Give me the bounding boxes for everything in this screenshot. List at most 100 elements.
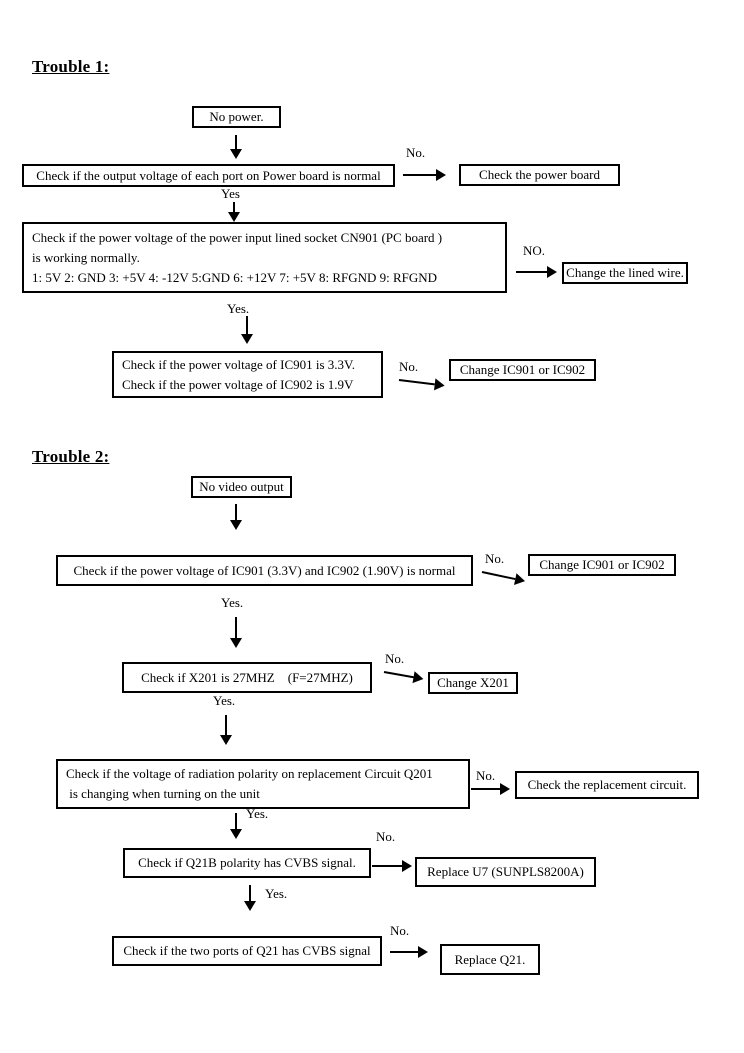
label-yes: Yes [221,186,240,201]
label-no: NO. [523,243,546,258]
label-yes: Yes. [213,693,236,708]
arrow-right [403,169,446,181]
label-yes: Yes. [221,595,244,610]
node-no-video-output: No video output [191,476,292,498]
arrow-head [244,901,256,911]
arrow-right [481,566,527,588]
trouble2-heading: Trouble 2: [32,447,110,466]
arrow-down [244,885,256,911]
arrow-down [220,715,232,745]
arrow-stem [249,885,251,901]
node-change-ic901-ic902-text: Change IC901 or IC902 [459,362,586,377]
node-check-power-board: Check the power board [459,164,620,186]
arrow-right [390,946,428,958]
arrow-right [398,374,446,392]
arrow-head [514,573,527,588]
label-no: No. [399,359,419,374]
arrow-stem [235,813,237,829]
node-check-q21-cvbs: Check if the two ports of Q21 has CVBS s… [112,936,382,966]
arrow-stem [225,715,227,735]
node-check-ic901-ic902-line1: Check if the power voltage of IC901 is 3… [122,356,355,372]
arrow-stem [398,379,435,386]
node-check-cn901: Check if the power voltage of the power … [22,222,507,293]
node-check-ic901-ic902-line2: Check if the power voltage of IC902 is 1… [122,376,354,392]
arrow-stem [246,316,248,334]
node-replace-q21-text: Replace Q21. [454,951,526,967]
node-check-q201-polarity-line2: is changing when turning on the unit [66,786,260,801]
arrow-head [230,520,242,530]
node-replace-q21: Replace Q21. [440,944,540,975]
node-check-output-voltage-text: Check if the output voltage of each port… [36,167,381,183]
arrow-stem [471,788,500,790]
arrow-down [230,813,242,839]
node-check-q21b-cvbs: Check if Q21B polarity has CVBS signal. [123,848,371,878]
label-yes: Yes. [227,301,250,316]
node-check-replacement-circuit-text: Check the replacement circuit. [527,777,687,792]
node-no-power: No power. [192,106,281,128]
arrow-stem [235,135,237,149]
label-yes: Yes. [246,806,269,821]
node-check-q21b-cvbs-text: Check if Q21B polarity has CVBS signal. [138,855,356,870]
arrow-stem [390,951,418,953]
arrow-head [230,638,242,648]
label-no: No. [476,768,496,783]
node-check-ic901-ic902: Check if the power voltage of IC901 is 3… [112,351,383,398]
label-yes: Yes. [265,886,288,901]
node-no-video-output-text: No video output [199,479,284,494]
node-check-power-board-text: Check the power board [479,167,600,182]
arrow-head [230,829,242,839]
node-change-lined-wire-text: Change the lined wire. [566,265,684,280]
label-no: No. [376,829,396,844]
node-check-ic-voltage: Check if the power voltage of IC901 (3.3… [56,555,473,586]
node-no-power-text: No power. [209,109,264,124]
label-no: No. [485,551,505,566]
node-change-lined-wire: Change the lined wire. [562,262,688,284]
node-check-replacement-circuit: Check the replacement circuit. [515,771,699,799]
node-change-x201: Change X201 [428,672,518,694]
arrow-head [436,169,446,181]
arrow-stem [372,865,402,867]
node-check-x201: Check if X201 is 27MHZ (F=27MHZ) [122,662,372,693]
arrow-head [547,266,557,278]
node-replace-u7-text: Replace U7 (SUNPLS8200A) [427,864,584,879]
arrow-stem [481,571,516,581]
label-no: No. [406,145,426,160]
node-check-cn901-line2: is working normally. [32,249,140,265]
arrow-stem [383,671,414,679]
arrow-right [516,266,557,278]
node-check-cn901-line1: Check if the power voltage of the power … [32,229,443,245]
arrow-down [230,617,242,648]
node-check-ic-voltage-text: Check if the power voltage of IC901 (3.3… [73,562,456,578]
node-check-output-voltage: Check if the output voltage of each port… [22,164,395,187]
node-check-q201-polarity-line1: Check if the voltage of radiation polari… [66,766,433,781]
arrow-head [434,378,446,392]
node-replace-u7: Replace U7 (SUNPLS8200A) [415,857,596,887]
arrow-head [230,149,242,159]
arrow-stem [235,504,237,520]
arrow-stem [233,202,235,212]
arrow-right [372,860,412,872]
trouble1-heading: Trouble 1: [32,57,110,76]
arrow-stem [235,617,237,638]
node-check-q201-polarity: Check if the voltage of radiation polari… [56,759,470,809]
node-change-ic901-ic902-2: Change IC901 or IC902 [528,554,676,576]
arrow-down [230,135,242,159]
arrow-head [241,334,253,344]
node-check-cn901-line3: 1: 5V 2: GND 3: +5V 4: -12V 5:GND 6: +12… [32,269,438,285]
arrow-head [228,212,240,222]
node-change-ic901-ic902: Change IC901 or IC902 [449,359,596,381]
arrow-head [418,946,428,958]
arrow-head [412,671,425,685]
arrow-down [241,316,253,344]
arrow-right [383,666,425,685]
arrow-head [402,860,412,872]
arrow-head [220,735,232,745]
node-change-ic901-ic902-2-text: Change IC901 or IC902 [539,557,665,572]
arrow-right [471,783,510,795]
node-change-x201-text: Change X201 [437,675,509,690]
arrow-down [228,202,240,222]
label-no: No. [385,651,405,666]
arrow-down [230,504,242,530]
arrow-stem [403,174,436,176]
